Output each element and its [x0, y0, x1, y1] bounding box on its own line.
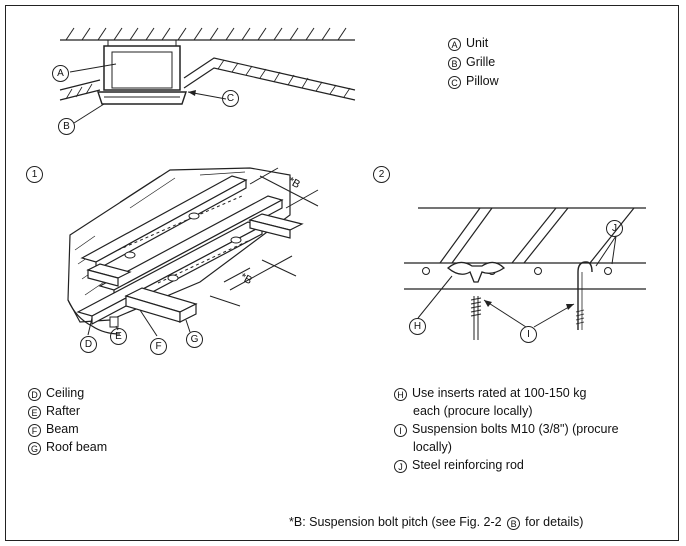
marker-E: E	[110, 328, 127, 345]
marker-H: H	[409, 318, 426, 335]
marker-J: J	[606, 220, 623, 237]
marker-G: G	[186, 331, 203, 348]
marker-F: F	[150, 338, 167, 355]
right-legend-I-line2: locally)	[413, 440, 452, 454]
figure-number-1: 1	[26, 166, 43, 183]
marker-C: C	[222, 90, 239, 107]
marker-B: B	[58, 118, 75, 135]
figure-frame	[5, 5, 679, 541]
footnote: *B: Suspension bolt pitch (see Fig. 2-2 …	[289, 515, 584, 530]
marker-D: D	[80, 336, 97, 353]
marker-A: A	[52, 65, 69, 82]
marker-I: I	[520, 326, 537, 343]
figure-number-2: 2	[373, 166, 390, 183]
right-legend-H-line2: each (procure locally)	[413, 404, 533, 418]
